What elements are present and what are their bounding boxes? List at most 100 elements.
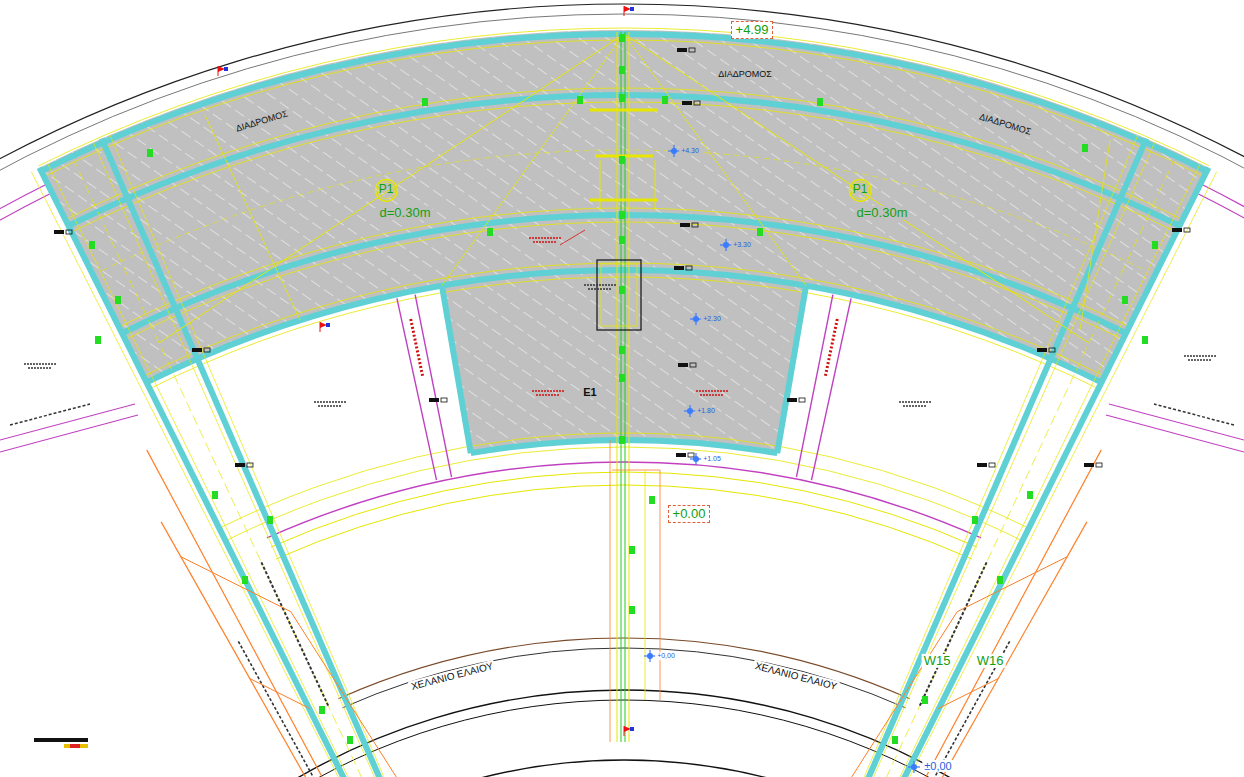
axis-line (629, 32, 630, 742)
wall-edge (143, 263, 1104, 376)
section-flag (630, 7, 634, 11)
section-flag (624, 726, 631, 732)
scale-bar (34, 738, 88, 742)
magenta-wall (796, 295, 832, 477)
window-tag: W16 (975, 654, 1006, 668)
green-marker (619, 34, 625, 42)
note-text (588, 288, 612, 290)
magenta-wall (811, 298, 851, 480)
wall (39, 168, 367, 777)
level-value: +1.80 (695, 407, 717, 415)
green-marker (95, 336, 101, 344)
section-flag (624, 726, 625, 736)
wall (777, 286, 806, 454)
yellow-diagonal (159, 34, 624, 343)
side-note-text (10, 404, 90, 425)
beam-edge (600, 160, 601, 210)
green-marker (649, 496, 655, 504)
door-tag (235, 463, 245, 467)
level-marker (671, 148, 677, 154)
axis-line (75, 162, 375, 777)
note-text (28, 367, 52, 369)
green-marker (619, 374, 625, 382)
wall (41, 34, 1206, 171)
area-tag: Ε1 (581, 386, 598, 398)
scale-bar (64, 744, 88, 748)
slab-callout: P1 (374, 178, 399, 203)
green-marker (817, 98, 823, 106)
level-box: +4.99 (731, 21, 774, 40)
door-tag (686, 266, 692, 270)
outer-arc (0, 4, 1244, 220)
section-flag (624, 6, 631, 12)
callout-circle (378, 182, 395, 199)
level-marker (693, 316, 699, 322)
level-marker (687, 408, 693, 414)
magenta-arc (267, 462, 981, 538)
section-flag (320, 322, 321, 332)
shaded-floor (442, 270, 806, 453)
level-value: +0.00 (673, 507, 706, 522)
level-marker (911, 764, 917, 770)
note-text (24, 363, 56, 365)
yellow-arc (102, 150, 1145, 270)
black-arc (343, 648, 906, 708)
green-marker (147, 149, 153, 157)
shaded-floor (39, 30, 1208, 382)
magenta-arc (1196, 193, 1244, 265)
wall-edge (93, 142, 391, 777)
section-flag (218, 66, 219, 76)
door-tag (676, 453, 686, 457)
wall-edge (110, 135, 398, 777)
door-tag (66, 230, 72, 234)
magenta-line (1109, 404, 1244, 440)
green-marker (892, 736, 898, 744)
yellow-diagonal (442, 34, 624, 286)
yellow-diagonal (624, 34, 1089, 343)
section-flag (320, 322, 327, 328)
floor-hatch (442, 270, 806, 453)
green-marker (997, 576, 1003, 584)
magenta-wall (397, 298, 437, 480)
wall (853, 139, 1146, 777)
wall (881, 168, 1209, 777)
green-marker (619, 156, 625, 164)
beam-edge (655, 160, 656, 210)
door-tag (1172, 228, 1182, 232)
door-tag (429, 398, 439, 402)
section-flag (218, 66, 225, 72)
green-marker (1152, 241, 1158, 249)
callout-number: P1 (379, 183, 394, 197)
door-tag (694, 101, 700, 105)
wall-edge (125, 222, 1123, 339)
wall-edge (850, 135, 1138, 777)
yellow-arc (276, 485, 972, 559)
space-name: ΧΕΛΑΝΙΟ ΕΛΑΙΟΥ (408, 660, 496, 693)
wall-edge (226, 447, 1023, 541)
green-marker (212, 491, 218, 499)
door-tag (441, 398, 447, 402)
room-name: ΔΙΑΔΡΟΜΟΣ (716, 70, 774, 80)
door-tag (192, 348, 202, 352)
magenta-arc (1200, 184, 1244, 257)
green-marker (577, 96, 583, 104)
green-marker (629, 606, 635, 614)
note-text (533, 241, 557, 243)
door-tag (682, 101, 692, 105)
outer-arc (0, 14, 1244, 228)
level-value: +2.30 (701, 315, 723, 323)
wall (442, 286, 471, 454)
wall-edge (31, 172, 364, 777)
magenta-line (0, 415, 138, 452)
wall-note-text (261, 561, 329, 706)
note-text (696, 390, 728, 392)
side-note-text (237, 640, 324, 777)
green-marker (319, 706, 325, 714)
level-value: +0,00 (655, 652, 677, 660)
door-tag (799, 398, 805, 402)
note-text (700, 394, 724, 396)
wall-edge (39, 28, 1210, 166)
green-marker (487, 228, 493, 236)
door-tag (247, 463, 253, 467)
